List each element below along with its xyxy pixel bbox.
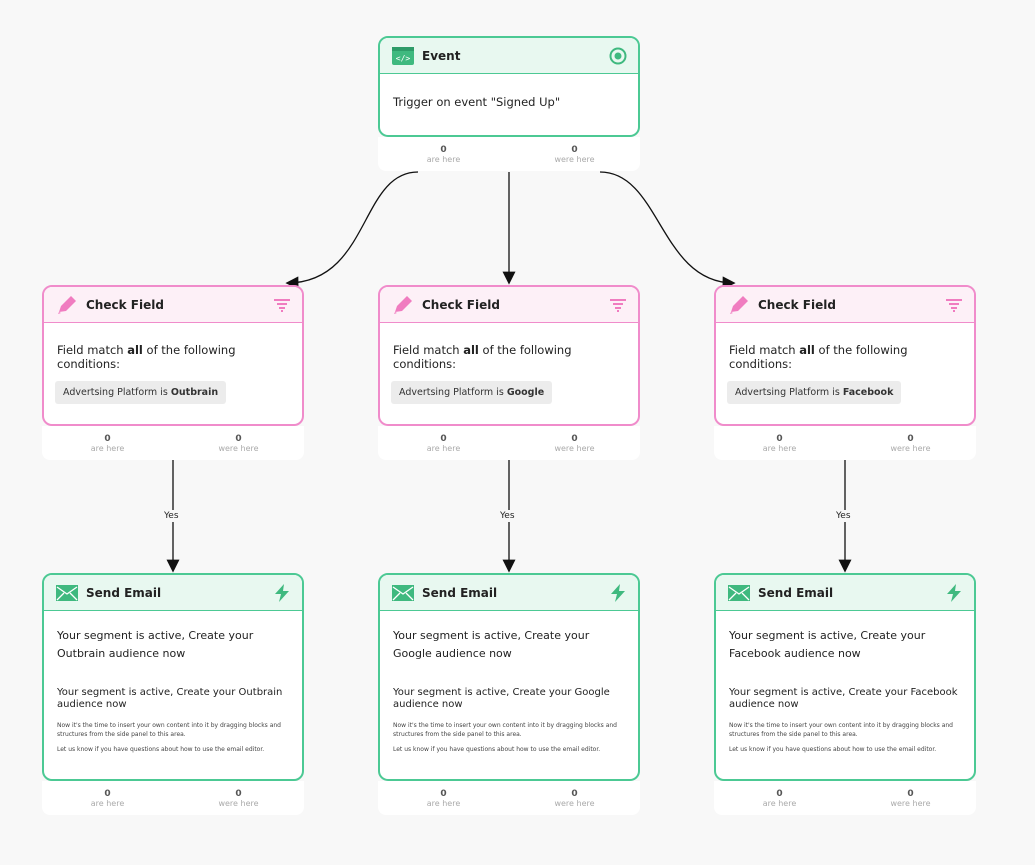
edge-label-yes: Yes — [500, 510, 515, 522]
node-title: Check Field — [422, 297, 500, 312]
event-node[interactable]: </> Event Trigger on event "Signed Up" 0… — [378, 36, 640, 171]
email-subject: Your segment is active, Create your Goog… — [393, 629, 590, 660]
send-email-node[interactable]: Send Email Your segment is active, Creat… — [42, 573, 304, 815]
email-preview-body: Now it's the time to insert your own con… — [393, 722, 617, 738]
email-preview-body: Now it's the time to insert your own con… — [729, 722, 953, 738]
check-field-node[interactable]: Check Field Field match all of the follo… — [378, 285, 640, 460]
email-preview-footer: Let us know if you have questions about … — [729, 746, 937, 753]
are-here-count: 0 — [104, 434, 111, 444]
were-here-count: 0 — [571, 145, 578, 155]
node-title: Send Email — [758, 585, 834, 600]
condition-chip: Advertsing Platform is Google — [391, 381, 553, 404]
email-preview-heading: Your segment is active, Create your Goog… — [393, 687, 610, 710]
email-subject: Your segment is active, Create your Face… — [729, 629, 926, 660]
node-title: Event — [422, 48, 461, 63]
lightning-icon[interactable] — [608, 583, 628, 603]
node-title: Send Email — [422, 585, 498, 600]
node-title: Check Field — [86, 297, 164, 312]
were-here-label: were here — [554, 155, 595, 164]
were-here-label: were here — [218, 444, 259, 453]
were-here-count: 0 — [235, 789, 242, 799]
were-here-label: were here — [890, 444, 931, 453]
check-field-node[interactable]: Check Field Field match all of the follo… — [42, 285, 304, 460]
envelope-icon — [392, 584, 414, 602]
node-title: Send Email — [86, 585, 162, 600]
are-here-count: 0 — [440, 434, 447, 444]
are-here-count: 0 — [440, 789, 447, 799]
match-text: Field match all of the following conditi… — [729, 343, 908, 371]
were-here-count: 0 — [571, 789, 578, 799]
node-title: Check Field — [758, 297, 836, 312]
condition-chip: Advertsing Platform is Outbrain — [55, 381, 227, 404]
email-subject: Your segment is active, Create your Outb… — [57, 629, 254, 660]
send-email-node[interactable]: Send Email Your segment is active, Creat… — [378, 573, 640, 815]
event-description: Trigger on event "Signed Up" — [393, 95, 561, 109]
are-here-count: 0 — [776, 789, 783, 799]
edge-label-yes: Yes — [164, 510, 179, 522]
are-here-label: are here — [90, 799, 125, 808]
lightning-icon[interactable] — [944, 583, 964, 603]
envelope-icon — [728, 584, 750, 602]
target-icon[interactable] — [608, 46, 628, 66]
condition-chip: Advertsing Platform is Facebook — [727, 381, 902, 404]
are-here-label: are here — [90, 444, 125, 453]
are-here-count: 0 — [776, 434, 783, 444]
lightning-icon[interactable] — [272, 583, 292, 603]
were-here-count: 0 — [907, 434, 914, 444]
are-here-count: 0 — [104, 789, 111, 799]
were-here-label: were here — [218, 799, 259, 808]
are-here-label: are here — [762, 444, 797, 453]
are-here-label: are here — [762, 799, 797, 808]
filter-icon[interactable] — [608, 295, 628, 315]
email-preview-footer: Let us know if you have questions about … — [57, 746, 265, 753]
filter-icon[interactable] — [272, 295, 292, 315]
pencil-icon — [56, 295, 78, 314]
were-here-label: were here — [890, 799, 931, 808]
were-here-label: were here — [554, 799, 595, 808]
are-here-label: are here — [426, 155, 461, 164]
check-field-node[interactable]: Check Field Field match all of the follo… — [714, 285, 976, 460]
are-here-label: are here — [426, 799, 461, 808]
were-here-count: 0 — [907, 789, 914, 799]
pencil-icon — [392, 295, 414, 314]
were-here-count: 0 — [571, 434, 578, 444]
email-preview-footer: Let us know if you have questions about … — [393, 746, 601, 753]
pencil-icon — [728, 295, 750, 314]
edge-event-check-1 — [285, 171, 419, 290]
code-window-icon: </> — [392, 46, 414, 65]
filter-icon[interactable] — [944, 295, 964, 315]
edge-label-yes: Yes — [836, 510, 851, 522]
envelope-icon — [56, 584, 78, 602]
email-preview-body: Now it's the time to insert your own con… — [57, 722, 281, 738]
match-text: Field match all of the following conditi… — [393, 343, 572, 371]
email-preview-heading: Your segment is active, Create your Face… — [729, 687, 958, 710]
svg-text:</>: </> — [396, 54, 411, 63]
were-here-label: were here — [554, 444, 595, 453]
are-here-label: are here — [426, 444, 461, 453]
are-here-count: 0 — [440, 145, 447, 155]
email-preview-heading: Your segment is active, Create your Outb… — [57, 687, 283, 710]
match-text: Field match all of the following conditi… — [57, 343, 236, 371]
edge-event-check-3 — [599, 171, 736, 290]
were-here-count: 0 — [235, 434, 242, 444]
send-email-node[interactable]: Send Email Your segment is active, Creat… — [714, 573, 976, 815]
